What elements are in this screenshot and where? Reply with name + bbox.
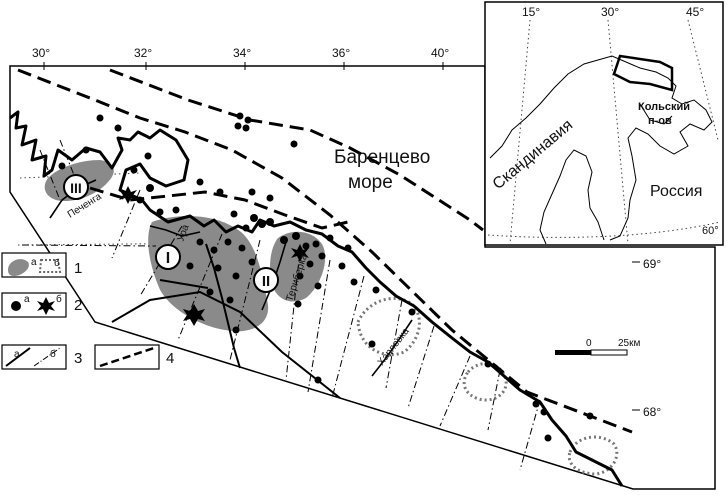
dotted-zones [356,296,619,476]
zone-label-II: II [262,273,270,290]
zone-label-I: I [166,250,170,267]
lon-label-36: 36° [332,46,350,60]
sea-label-line1: Баренцево [334,147,430,168]
lon-label-40: 40° [431,46,449,60]
zone-label-III: III [70,180,82,196]
zone-I-area [148,216,269,332]
inset-region-line2: п-ов [648,115,672,127]
lon-label-32: 32° [134,46,152,60]
river-label-kharlovka: Харловка [376,326,412,368]
inset-coastline [489,55,713,241]
inset-lon-15: 15° [522,5,540,19]
legend3-number: 3 [74,350,82,367]
main-map: 30° 32° 34° 36° 40° 69° 68° [9,46,716,490]
lon-label-30: 30° [32,46,50,60]
lat-label-68: 68° [643,405,661,419]
lon-label-34: 34° [233,46,251,60]
inset-white-sea [639,103,673,125]
latitude-ticks [632,261,640,411]
legend3-sub-a: а [14,349,20,360]
inset-country-russia: Россия [650,183,702,200]
legend1-sub-b: б [54,257,60,269]
lat-label-69: 69° [643,257,661,271]
longitude-labels: 30° 32° 34° 36° 40° [32,46,449,60]
scale-length: 25км [618,338,640,349]
legend: а б 1 а б 2 а б 3 4 [1,252,174,370]
inset-lat-60: 60° [702,225,719,237]
legend1-number: 1 [74,260,82,277]
legend1-sub-a: а [31,257,37,268]
sea-label-line2: море [348,172,393,193]
legend4-number: 4 [166,350,174,367]
legend2-sub-a: а [24,294,30,305]
inset-study-area [612,54,674,92]
scale-bar: 0 25км [555,338,640,356]
zone-labels: I II III [63,174,279,293]
legend2-sub-b: б [56,293,62,305]
earthquake-epicenters [58,112,594,442]
inset-baltic [539,149,605,245]
inset-graticule [487,19,721,245]
coastline [9,110,624,487]
scale-zero: 0 [586,338,592,349]
inset-lon-30: 30° [601,5,619,19]
inset-region-line1: Кольский [638,101,690,113]
inset-map: 15° 30° 45° 60° Кольский п-ов Скандинави… [484,1,724,246]
legend3-sub-b: б [50,348,56,360]
inset-lon-45: 45° [686,5,704,19]
faults-solid [111,243,341,399]
star-events [119,186,309,326]
longitude-ticks [43,62,444,70]
legend2-number: 2 [74,297,82,314]
